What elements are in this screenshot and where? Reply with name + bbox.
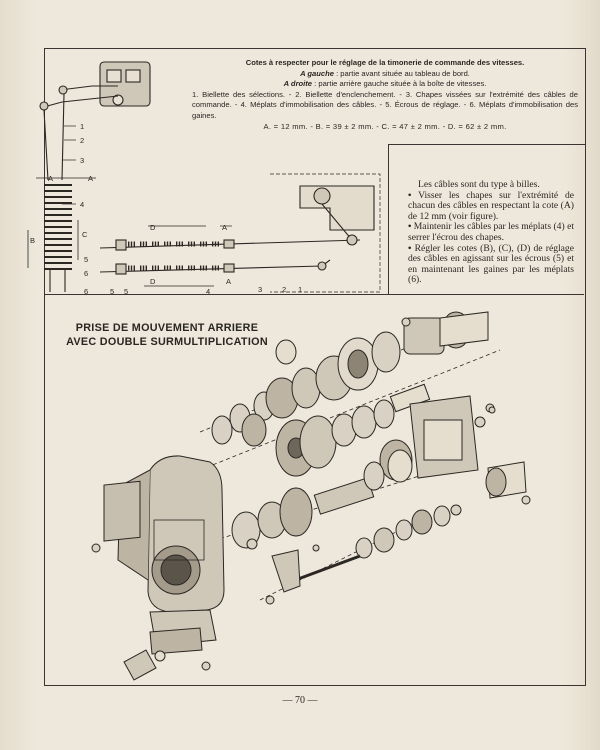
label-a-right-2: A (226, 277, 231, 286)
note-box-frame (388, 144, 585, 295)
caption-left-label: A gauche (300, 68, 334, 78)
caption-legend: 1. Biellette des sélections. - 2. Bielle… (192, 89, 578, 120)
label-d-bottom: D (150, 277, 156, 286)
page-number: — 70 — (282, 695, 318, 706)
label-3: 3 (80, 156, 84, 165)
note-bullet-1: Visser les chapes sur l'extrémité de cha… (408, 190, 574, 223)
caption-left-text: : partie avant située au tableau de bord… (333, 68, 470, 78)
note-intro: Les câbles sont du type à billes. (418, 179, 540, 190)
section-title: PRISE DE MOUVEMENT ARRIERE AVEC DOUBLE S… (62, 322, 272, 349)
label-d-top: D (150, 223, 156, 232)
section-title-line-1: PRISE DE MOUVEMENT ARRIERE (75, 322, 259, 334)
cable-note: Les câbles sont du type à billes. Visser… (408, 179, 574, 286)
section-title-line-2: AVEC DOUBLE SURMULTIPLICATION (66, 335, 268, 348)
linkage-diagram: 1 2 3 4 A A B C 5 6 6 5 5 D D A A 4 3 2 … (27, 61, 381, 296)
label-6-left: 6 (84, 269, 88, 278)
page-frame (44, 48, 586, 686)
caption-dimensions: A. = 12 mm. - B. = 39 ± 2 mm. - C. = 47 … (263, 121, 507, 131)
label-6-bottom: 6 (84, 287, 88, 296)
label-2-right: 2 (282, 285, 286, 294)
label-4-left: 4 (80, 200, 84, 209)
label-5-bottom-2: 5 (124, 287, 128, 296)
label-a-left: A (88, 174, 93, 183)
note-bullet-2: Maintenir les câbles par les méplats (4)… (408, 222, 574, 243)
caption-right-text: : partie arrière gauche située à la boît… (312, 79, 487, 89)
label-1-right: 1 (298, 285, 302, 294)
label-b: B (30, 236, 35, 245)
linkage-caption: Cotes à respecter pour le réglage de la … (192, 58, 578, 132)
label-5-left: 5 (84, 255, 88, 264)
label-3-right: 3 (258, 285, 262, 294)
label-c-left: C (82, 230, 88, 239)
caption-left: A gauche : partie avant située au tablea… (192, 69, 578, 80)
label-1: 1 (80, 122, 84, 131)
label-2: 2 (80, 136, 84, 145)
caption-right: A droite : partie arrière gauche située … (192, 79, 578, 90)
label-a-left-2: A (48, 174, 53, 183)
caption-right-label: A droite (283, 79, 313, 89)
label-4-right: 4 (206, 287, 210, 296)
linkage-section-frame (44, 48, 584, 295)
label-5-bottom: 5 (110, 287, 114, 296)
note-bullet-3: Régler les cotes (B), (C), (D) de réglag… (408, 243, 574, 286)
caption-title: Cotes à respecter pour le réglage de la … (245, 58, 525, 67)
label-a-right: A (222, 223, 227, 232)
